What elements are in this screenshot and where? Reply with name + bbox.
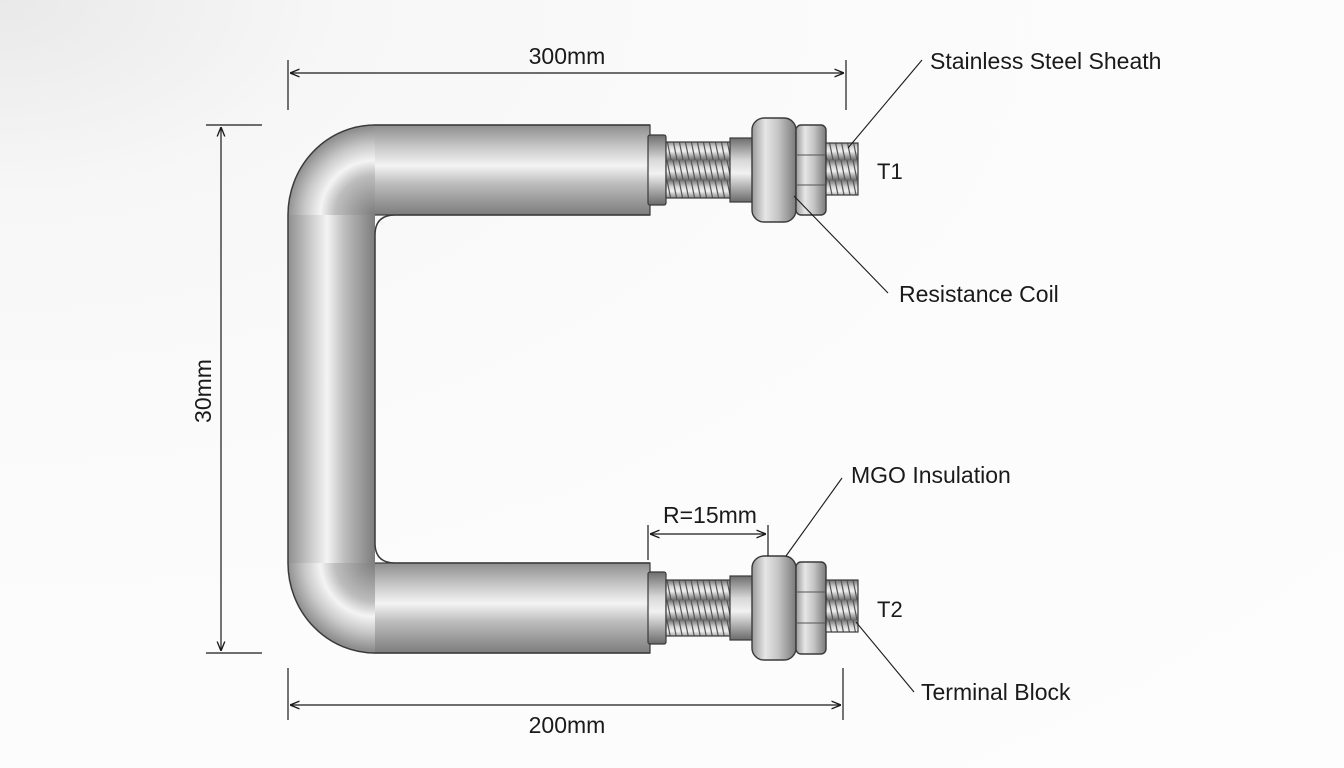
tube-bend-top <box>288 125 375 215</box>
tube-bottom-straight <box>373 562 651 654</box>
terminal-fitting-bottom <box>647 555 859 661</box>
leader-insulation <box>785 477 843 557</box>
terminal-pin-top <box>825 142 859 196</box>
dimension-bottom-label: 200mm <box>529 712 606 738</box>
sleeve-top <box>729 137 755 203</box>
threaded-stud-top <box>665 141 733 199</box>
collar-top <box>647 134 667 206</box>
terminal-pin-bottom <box>825 579 859 633</box>
tube-top-straight <box>373 124 651 216</box>
leader-sheath <box>847 59 923 149</box>
callout-coil: Resistance Coil <box>899 281 1059 307</box>
dimension-radius-label: R=15mm <box>663 502 757 528</box>
leader-terminal-block <box>855 621 915 693</box>
leader-coil <box>793 195 889 294</box>
callout-leaders <box>785 59 923 693</box>
dimension-top-label: 300mm <box>529 43 606 69</box>
callout-sheath: Stainless Steel Sheath <box>930 48 1161 74</box>
heating-tube <box>287 124 651 654</box>
hex-nut-top <box>795 124 827 216</box>
sleeve-bottom <box>729 575 755 641</box>
callout-insulation: MGO Insulation <box>851 462 1011 488</box>
washer-bottom <box>751 555 797 661</box>
dimension-height <box>206 124 262 654</box>
collar-bottom <box>647 571 667 645</box>
terminal-label-t2: T2 <box>877 597 903 622</box>
dimension-top <box>287 60 847 110</box>
washer-top <box>751 117 797 223</box>
tube-vertical <box>288 214 375 564</box>
hex-nut-bottom <box>795 561 827 655</box>
dimension-bottom <box>287 668 844 720</box>
dimension-radius <box>647 525 769 560</box>
terminal-fitting-top <box>647 117 859 223</box>
terminal-label-t1: T1 <box>877 159 903 184</box>
tube-bend-bottom <box>288 563 375 653</box>
threaded-stud-bottom <box>665 579 733 637</box>
dimension-height-label: 30mm <box>190 359 216 423</box>
callout-terminal-block: Terminal Block <box>921 679 1071 705</box>
